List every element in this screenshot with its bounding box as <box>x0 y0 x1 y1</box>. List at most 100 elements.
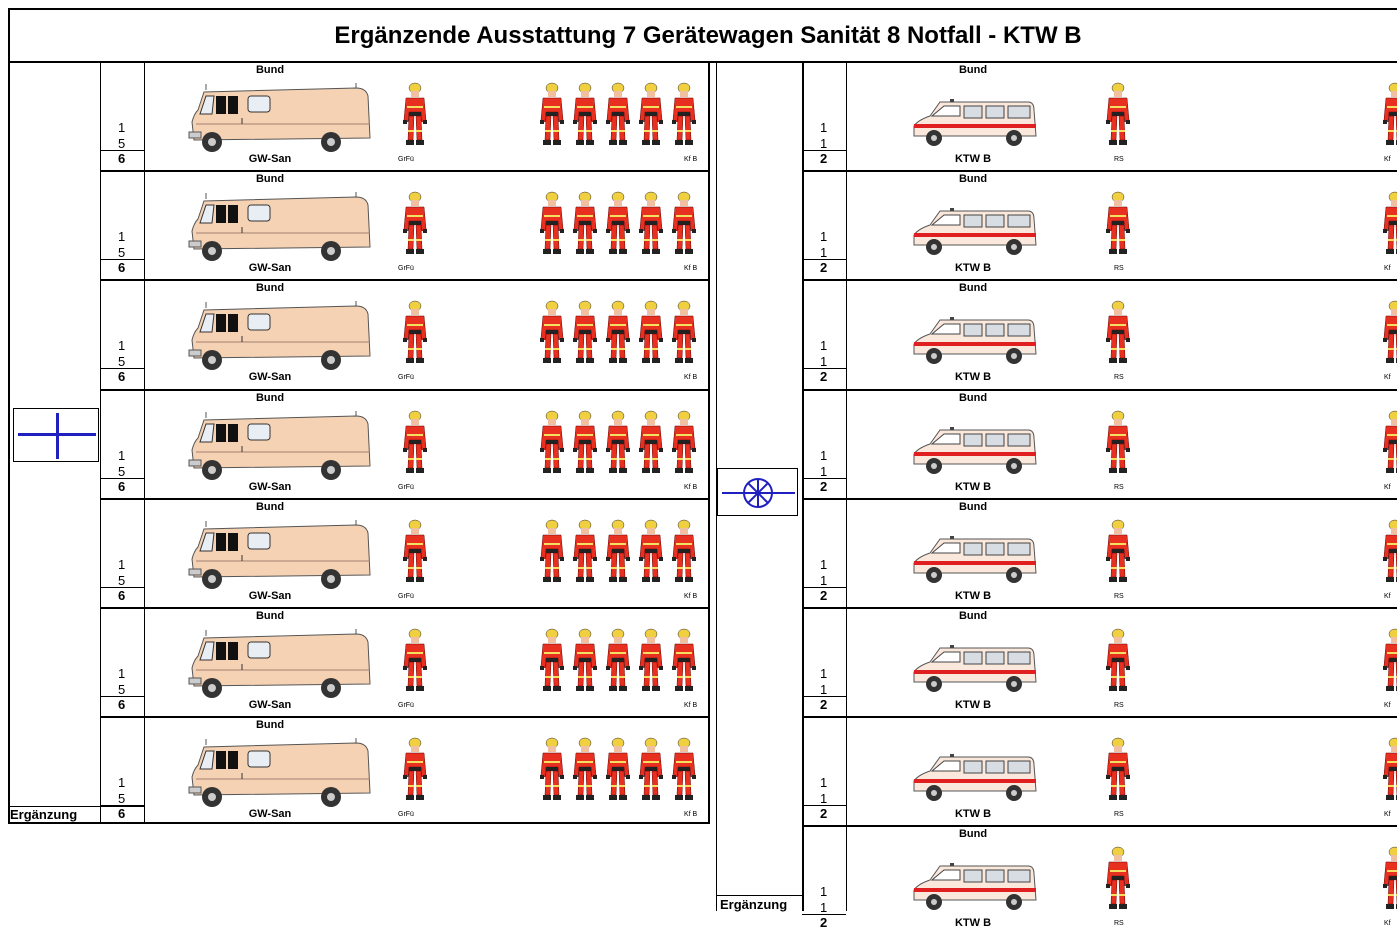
right-n2: 1 <box>820 463 828 479</box>
left-n2: 5 <box>118 791 126 807</box>
gw-san-vehicle <box>188 738 371 808</box>
left-n2: 5 <box>118 136 126 151</box>
firefighter-crew-icon <box>573 410 597 473</box>
right-n2: 1 <box>820 682 828 697</box>
gw-san-vehicle <box>188 410 371 480</box>
firefighter-crew-icon <box>672 519 696 582</box>
right-n1: 1 <box>820 229 828 245</box>
left-n1: 1 <box>118 447 126 463</box>
driver-icon <box>1383 737 1397 801</box>
right-leader-label: RS <box>1114 811 1124 819</box>
right-sum-line <box>802 259 846 261</box>
right-sum-line <box>802 696 846 697</box>
paramedic-icon <box>1106 191 1130 255</box>
firefighter-crew-icon <box>672 301 696 364</box>
left-total: 6 <box>118 806 126 822</box>
right-leader-label: RS <box>1114 156 1124 163</box>
firefighter-leader-icon <box>403 191 427 255</box>
right-n1: 1 <box>820 338 828 354</box>
firefighter-crew-icon <box>639 301 663 364</box>
firefighter-crew-icon <box>639 191 663 255</box>
left-bottom-line <box>8 822 710 824</box>
left-row-divider <box>100 497 710 500</box>
right-row-divider <box>802 497 1397 500</box>
left-total: 6 <box>118 697 126 712</box>
left-n1: 1 <box>118 229 126 245</box>
firefighter-crew-icon <box>540 628 564 691</box>
left-sum-line <box>100 805 144 807</box>
left-leader-label: GrFü <box>398 374 414 382</box>
ktw-b-ambulance <box>913 754 1037 802</box>
left-col-divider <box>144 62 145 823</box>
right-leader-label: RS <box>1114 920 1124 928</box>
left-vehicle-label: GW-San <box>248 371 292 384</box>
right-frame-line <box>716 62 717 911</box>
left-vehicle-label: GW-San <box>248 589 292 602</box>
firefighter-crew-icon <box>639 519 663 582</box>
left-total: 6 <box>118 587 126 603</box>
left-n1: 1 <box>118 556 126 572</box>
ktw-b-ambulance <box>913 208 1037 256</box>
firefighter-crew-icon <box>606 628 630 691</box>
right-top-label: Bund <box>958 391 988 404</box>
firefighter-crew-icon <box>639 737 663 801</box>
left-leader-label: GrFü <box>398 811 414 819</box>
right-top-label: Bund <box>958 64 988 76</box>
right-crew-label: Kf <box>1384 592 1391 600</box>
paramedic-icon <box>1106 519 1130 582</box>
right-n1: 1 <box>820 884 828 900</box>
red-cross-plus-icon <box>13 408 99 462</box>
left-crew-label: Kf B <box>684 156 698 163</box>
right-n2: 1 <box>820 354 828 370</box>
right-vehicle-label: KTW B <box>954 371 992 384</box>
driver-icon <box>1383 301 1397 364</box>
right-crew-label: Kf <box>1384 156 1391 163</box>
left-top-label: Bund <box>255 282 285 295</box>
left-row-divider <box>100 388 710 391</box>
right-erg-line <box>716 895 802 896</box>
firefighter-crew-icon <box>573 737 597 801</box>
left-vehicle-label: GW-San <box>248 480 292 493</box>
right-n2: 1 <box>820 791 828 807</box>
firefighter-crew-icon <box>672 628 696 691</box>
right-row-divider <box>802 825 1397 828</box>
firefighter-crew-icon <box>672 410 696 473</box>
left-crew-label: Kf B <box>684 483 698 491</box>
right-n1: 1 <box>820 666 828 681</box>
right-vehicle-label: KTW B <box>954 262 992 275</box>
page-title: Ergänzende Ausstattung 7 Gerätewagen San… <box>8 8 1397 63</box>
right-vehicle-label: KTW B <box>954 699 992 711</box>
left-erganzung-label: Ergänzung <box>10 807 78 822</box>
right-leader-label: RS <box>1114 483 1124 491</box>
left-top-label: Bund <box>255 391 285 404</box>
firefighter-crew-icon <box>540 191 564 255</box>
left-top-label: Bund <box>255 610 285 622</box>
right-leader-label: RS <box>1114 592 1124 600</box>
left-leader-label: GrFü <box>398 483 414 491</box>
right-top-label: Bund <box>958 282 988 295</box>
firefighter-crew-icon <box>540 737 564 801</box>
left-vehicle-label: GW-San <box>248 153 292 165</box>
left-crew-label: Kf B <box>684 702 698 709</box>
right-total: 2 <box>820 151 828 166</box>
ktw-b-ambulance <box>913 317 1037 365</box>
firefighter-crew-icon <box>573 82 597 145</box>
firefighter-crew-icon <box>672 82 696 145</box>
left-sum-line <box>100 477 144 479</box>
driver-icon <box>1383 847 1397 910</box>
left-leader-label: GrFü <box>398 702 414 709</box>
paramedic-icon <box>1106 82 1130 145</box>
right-crew-label: Kf <box>1384 483 1391 491</box>
right-row-divider <box>802 607 1397 609</box>
right-leader-label: RS <box>1114 265 1124 273</box>
paramedic-icon <box>1106 301 1130 364</box>
right-n2: 1 <box>820 245 828 261</box>
gw-san-vehicle <box>188 629 371 698</box>
right-vehicle-label: KTW B <box>954 480 992 493</box>
left-n2: 5 <box>118 682 126 697</box>
left-total: 6 <box>118 151 126 166</box>
firefighter-crew-icon <box>540 301 564 364</box>
left-total: 6 <box>118 478 126 494</box>
right-crew-label: Kf <box>1384 265 1391 273</box>
firefighter-crew-icon <box>573 191 597 255</box>
